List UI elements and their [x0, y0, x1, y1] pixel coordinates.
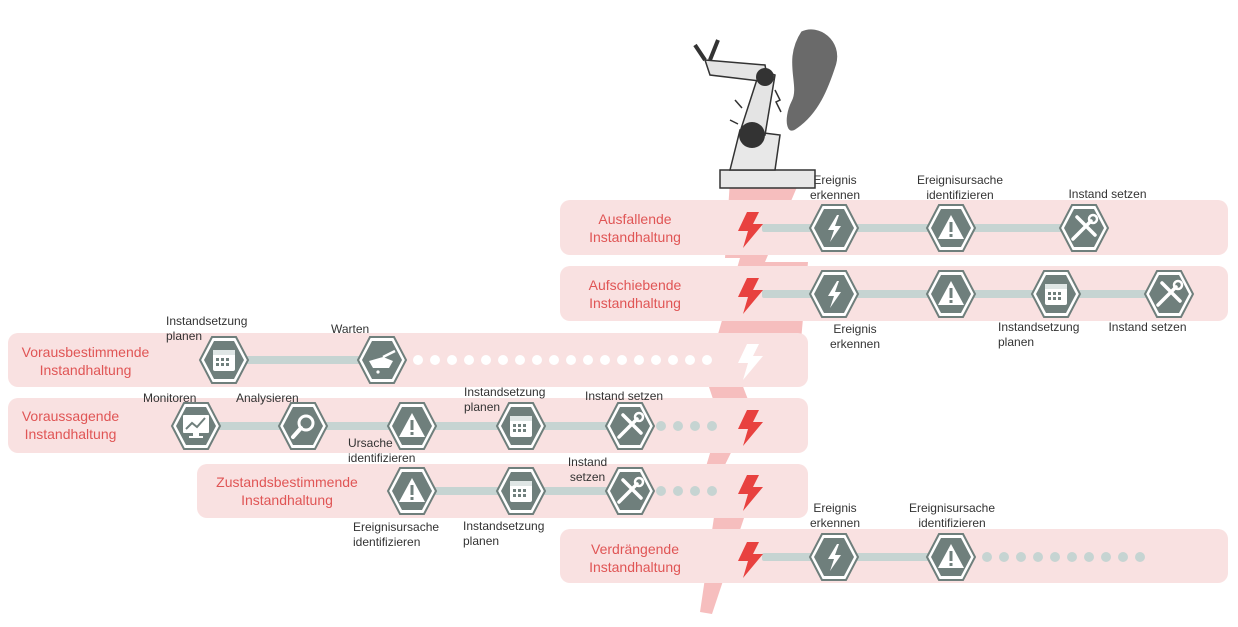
step-label: Ereignisursache identifizieren — [905, 173, 1015, 203]
step-label: Ereignis erkennen — [820, 322, 890, 352]
step-node — [925, 202, 977, 254]
step-node — [808, 531, 860, 583]
step-node — [1058, 202, 1110, 254]
step-label: Ereignisursache identifizieren — [897, 501, 1007, 531]
step-node — [356, 334, 408, 386]
title-aufschiebende: Aufschiebende Instandhaltung — [560, 276, 710, 312]
step-node — [925, 531, 977, 583]
step-label: Ereignis erkennen — [800, 173, 870, 203]
step-node — [808, 202, 860, 254]
step-label: Instand setzen — [585, 389, 680, 404]
step-label: Ereignisursache identifizieren — [353, 520, 453, 550]
failure-bolt-icon — [735, 278, 765, 314]
step-label: Instand setzen — [560, 455, 615, 485]
step-label: Ursache identifizieren — [348, 436, 428, 466]
step-label: Instandsetzung planen — [464, 385, 564, 415]
failure-bolt-icon — [735, 212, 765, 248]
title-ausfallende: Ausfallende Instandhaltung — [560, 210, 710, 246]
step-label: Analysieren — [236, 391, 316, 406]
title-zustandsbestimmende: Zustandsbestimmende Instandhaltung — [197, 473, 377, 509]
broken-robot-illustration — [680, 20, 850, 195]
step-label: Warten — [331, 322, 391, 337]
failure-bolt-icon — [735, 475, 765, 511]
dotted-continuation — [656, 420, 717, 432]
step-label: Instandsetzung planen — [463, 519, 563, 549]
failure-bolt-white-icon — [735, 344, 765, 380]
dotted-continuation — [982, 551, 1145, 563]
title-voraussagende: Voraussagende Instandhaltung — [8, 407, 133, 443]
step-node — [925, 268, 977, 320]
dotted-continuation — [413, 354, 712, 366]
step-label: Ereignis erkennen — [800, 501, 870, 531]
title-verdraengende: Verdrängende Instandhaltung — [560, 540, 710, 576]
step-node — [170, 400, 222, 452]
step-node — [1030, 268, 1082, 320]
step-node — [808, 268, 860, 320]
title-vorausbestimmende: Vorausbestimmende Instandhaltung — [8, 343, 163, 379]
step-node — [495, 465, 547, 517]
step-label: Instand setzen — [1060, 187, 1155, 202]
step-label: Instand setzen — [1100, 320, 1195, 335]
step-label: Instandsetzung planen — [998, 320, 1098, 350]
step-node — [277, 400, 329, 452]
step-node — [386, 465, 438, 517]
dotted-continuation — [656, 485, 717, 497]
step-label: Monitoren — [143, 391, 213, 406]
failure-bolt-icon — [735, 410, 765, 446]
step-node — [604, 400, 656, 452]
step-node — [1143, 268, 1195, 320]
step-label: Instandsetzung planen — [166, 314, 266, 344]
failure-bolt-icon — [735, 542, 765, 578]
